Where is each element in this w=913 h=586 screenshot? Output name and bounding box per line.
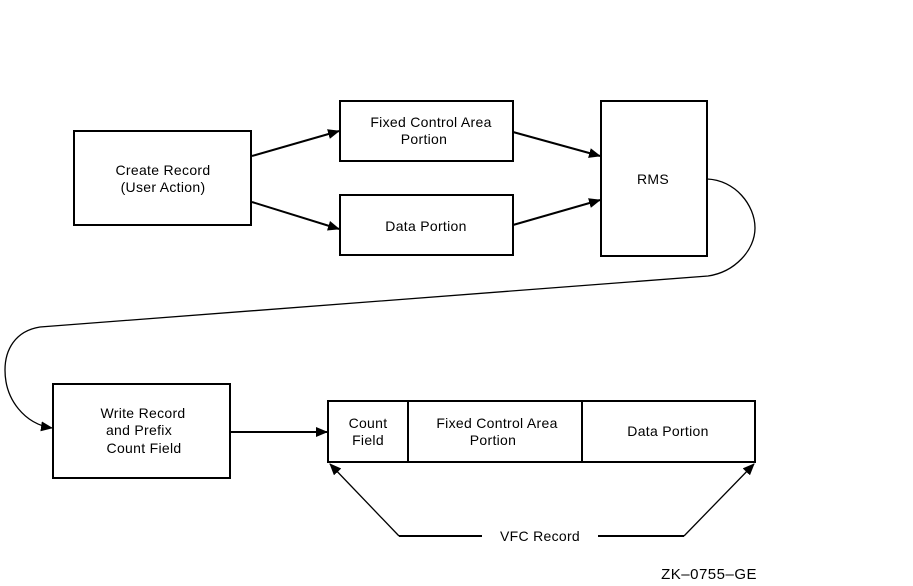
segment-data-portion-label: Data Portion [627,423,708,439]
node-write-record: Write Record and Prefix Count Field [52,383,231,479]
node-write-record-line3: Count Field [107,440,182,456]
node-create-record-line2: (User Action) [121,179,206,195]
node-rms-label: RMS [637,171,669,187]
figure-code: ZK–0755–GE [661,566,757,583]
node-data-portion-label: Data Portion [385,218,466,234]
bracket-right-arrow [683,463,755,537]
segment-count-field-line2: Field [352,432,384,448]
node-data-portion: Data Portion [339,194,514,256]
node-create-record: Create Record (User Action) [73,130,252,226]
node-write-record-line2: and Prefix [106,422,172,438]
arrow-create-to-data [251,201,340,231]
segment-fixed-control-line1: Fixed Control Area [436,415,557,431]
vfc-record-bracket: VFC Record [329,463,755,544]
node-create-record-line1: Create Record [116,162,211,178]
node-rms: RMS [600,100,708,257]
vfc-record-label: VFC Record [500,528,580,544]
arrow-fixed-to-rms [512,131,601,158]
vfc-record-box: Count Field Fixed Control Area Portion D… [327,400,756,463]
node-fixed-control-area: Fixed Control Area Portion [339,100,514,162]
connector-rms-to-write-record [4,178,756,432]
bracket-left-arrow [329,463,400,537]
node-fixed-control-line2: Portion [401,131,447,147]
arrow-data-to-rms [512,198,601,226]
segment-count-field-line1: Count [349,415,388,431]
node-write-record-line1: Write Record [100,405,185,421]
arrow-create-to-fixed [251,129,340,157]
segment-fixed-control-line2: Portion [470,432,516,448]
node-fixed-control-line1: Fixed Control Area [370,114,491,130]
